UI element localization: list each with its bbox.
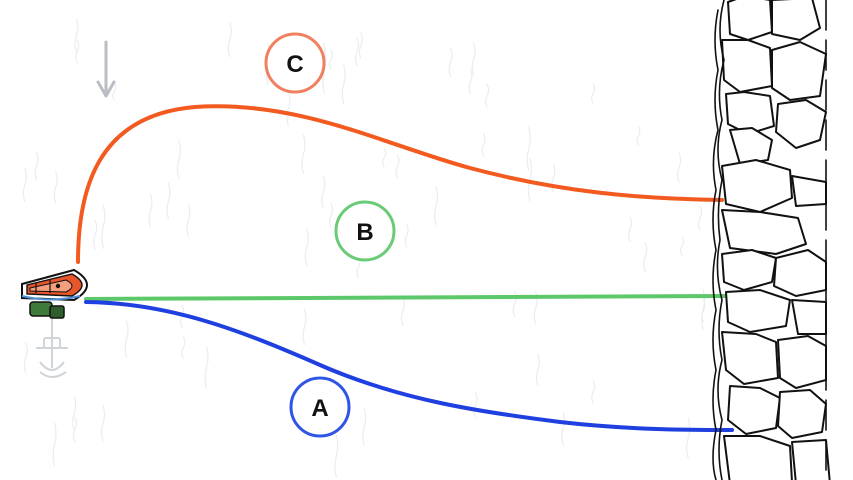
water-ripple	[227, 22, 232, 58]
water-ripple	[34, 151, 39, 181]
route-b-label-text: B	[356, 219, 373, 246]
water-ripple	[400, 296, 406, 326]
water-ripple	[112, 81, 117, 102]
water-ripple	[358, 32, 363, 59]
water-ripple	[643, 241, 648, 272]
water-ripple	[334, 434, 339, 478]
water-ripple	[166, 182, 171, 220]
route-a-line	[84, 300, 734, 432]
water-ripple	[124, 320, 129, 358]
water-ripple	[468, 69, 473, 95]
water-ripple	[679, 235, 685, 256]
current-arrow-icon	[96, 40, 116, 98]
water-ripple	[484, 83, 490, 108]
route-b-label: B	[334, 200, 396, 262]
water-ripple	[473, 392, 478, 418]
water-ripple	[52, 422, 57, 468]
water-ripple	[23, 342, 28, 374]
water-ripple	[186, 204, 191, 237]
water-ripple	[512, 290, 517, 317]
water-ripple	[328, 202, 334, 229]
water-ripple	[471, 43, 476, 76]
water-ripple	[526, 126, 531, 171]
anchor-icon	[36, 318, 68, 378]
water-ripple	[181, 336, 186, 359]
water-ripple	[72, 396, 77, 431]
water-ripple	[72, 416, 78, 443]
water-ripple	[53, 171, 58, 204]
boat-icon	[21, 268, 88, 378]
water-ripple	[433, 186, 439, 226]
water-ripple	[100, 404, 106, 442]
water-ripple	[382, 147, 387, 168]
water-ripple	[22, 167, 27, 203]
water-ripple	[561, 411, 566, 446]
water-ripple	[341, 64, 346, 105]
water-ripple	[321, 175, 326, 209]
water-ripple	[75, 39, 80, 64]
water-ripple	[686, 417, 691, 459]
route-b-line	[84, 294, 729, 301]
water-ripple	[74, 18, 79, 52]
water-ripple	[101, 204, 106, 249]
water-ripple	[148, 193, 153, 228]
water-ripple	[697, 205, 703, 231]
water-ripple	[590, 83, 596, 104]
rocky-shoreline	[712, 0, 853, 480]
water-ripple	[395, 154, 400, 178]
water-ripple	[93, 219, 98, 250]
water-ripple	[354, 37, 360, 67]
water-ripple	[286, 90, 291, 127]
water-ripple	[328, 49, 333, 70]
water-ripple	[448, 47, 453, 78]
water-ripple	[535, 353, 541, 386]
water-ripple	[701, 299, 706, 323]
water-ripple	[176, 139, 182, 180]
route-c-label: C	[264, 32, 326, 94]
water-ripple	[627, 216, 633, 242]
water-ripple	[204, 346, 209, 389]
water-ripple	[676, 152, 682, 183]
water-ripple	[527, 158, 532, 202]
route-c-line	[76, 104, 724, 264]
route-a-label: A	[289, 376, 351, 438]
water-ripple	[301, 134, 306, 175]
water-ripple	[481, 132, 486, 157]
route-a-label-text: A	[311, 395, 328, 422]
water-ripple	[362, 408, 367, 446]
water-ripple	[302, 309, 307, 346]
water-ripple	[404, 223, 409, 248]
water-ripple	[591, 380, 596, 404]
water-ripple	[636, 125, 641, 146]
water-ripple	[304, 228, 309, 266]
route-c-label-text: C	[286, 51, 303, 78]
